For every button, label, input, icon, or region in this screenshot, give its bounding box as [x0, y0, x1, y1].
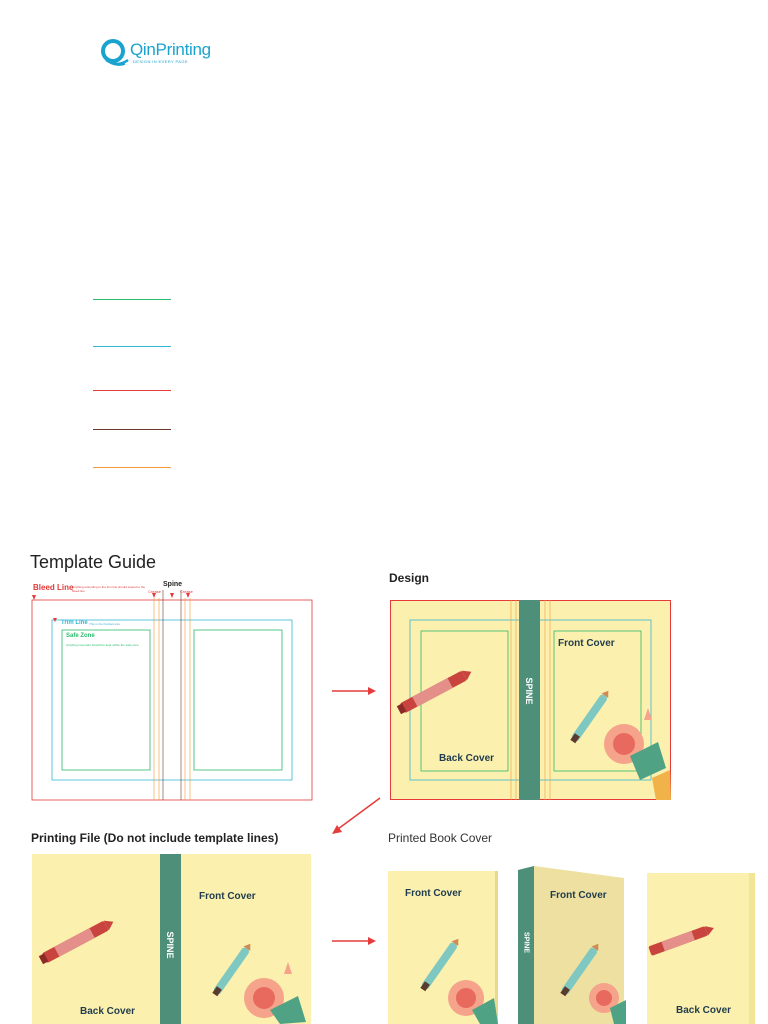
arrow-diagonal [332, 797, 381, 834]
design-spine [519, 600, 540, 800]
bleed-line-desc: Anything extending to the trim line shou… [72, 585, 146, 593]
design-front-cover-label: Front Cover [558, 638, 615, 649]
design-title: Design [389, 571, 430, 585]
printed-pen-1 [420, 938, 459, 992]
template-diagram [31, 590, 313, 801]
brand-name: QinPrinting [130, 40, 211, 59]
logo-icon [101, 39, 129, 66]
printing-file-back-cover-label: Back Cover [80, 1006, 136, 1017]
crayon-illustration-print [38, 920, 114, 964]
legend-line-safe [93, 299, 171, 300]
spine-label: Spine [163, 581, 183, 588]
bleed-line-label: Bleed Line [33, 583, 74, 592]
safe-zone-desc: Anything important should be kept within… [66, 643, 139, 647]
child-illustration [604, 708, 671, 800]
template-guide-title: Template Guide [30, 552, 157, 572]
legend-line-spine [93, 429, 171, 430]
crease-lines [153, 598, 191, 800]
printed-child-2 [589, 983, 626, 1024]
safe-zone-label: Safe Zone [66, 633, 95, 639]
printing-file-front-cover-label: Front Cover [199, 891, 256, 902]
trim-line-label: Trim Line [61, 620, 88, 626]
crease-arrows [32, 593, 190, 622]
printing-file-title: Printing File (Do not include template l… [31, 831, 279, 845]
arrow-right-1 [332, 687, 376, 695]
child-illustration-print [244, 962, 306, 1024]
printed-spine-label: SPINE [522, 931, 530, 953]
design-spine-label: SPINE [524, 677, 534, 705]
printed-book-front-label-1: Front Cover [405, 888, 462, 899]
design-back-cover-label: Back Cover [439, 753, 495, 764]
spine-lines [162, 590, 182, 800]
crease-label-right: Crease [180, 589, 193, 594]
trim-line-rect [51, 619, 293, 781]
bleed-line-rect [31, 599, 313, 801]
safe-zone-left [61, 629, 151, 771]
printed-crayon-3 [648, 926, 714, 956]
legend-line-trim [93, 346, 171, 347]
printed-pen-2 [560, 943, 599, 997]
crease-label-left: Crease [148, 589, 161, 594]
crayon-illustration [396, 670, 472, 714]
pen-illustration-print [212, 943, 251, 997]
legend-line-bleed [93, 390, 171, 391]
brand-tagline: DESIGN IN EVERY PAGE [133, 59, 188, 64]
safe-zone-right [193, 629, 283, 771]
printed-book-title: Printed Book Cover [388, 831, 493, 845]
legend-line-crease [93, 467, 171, 468]
trim-line-desc: This is the finished size [89, 622, 121, 626]
brand-logo [100, 38, 210, 70]
arrow-right-2 [332, 937, 376, 945]
printed-child-1 [448, 980, 498, 1024]
printed-book-back-label: Back Cover [676, 1005, 732, 1016]
pen-illustration [570, 690, 609, 744]
printing-file-spine-label: SPINE [165, 931, 175, 959]
printing-file-spine [160, 854, 181, 1024]
printed-book-front-label-2: Front Cover [550, 890, 607, 901]
